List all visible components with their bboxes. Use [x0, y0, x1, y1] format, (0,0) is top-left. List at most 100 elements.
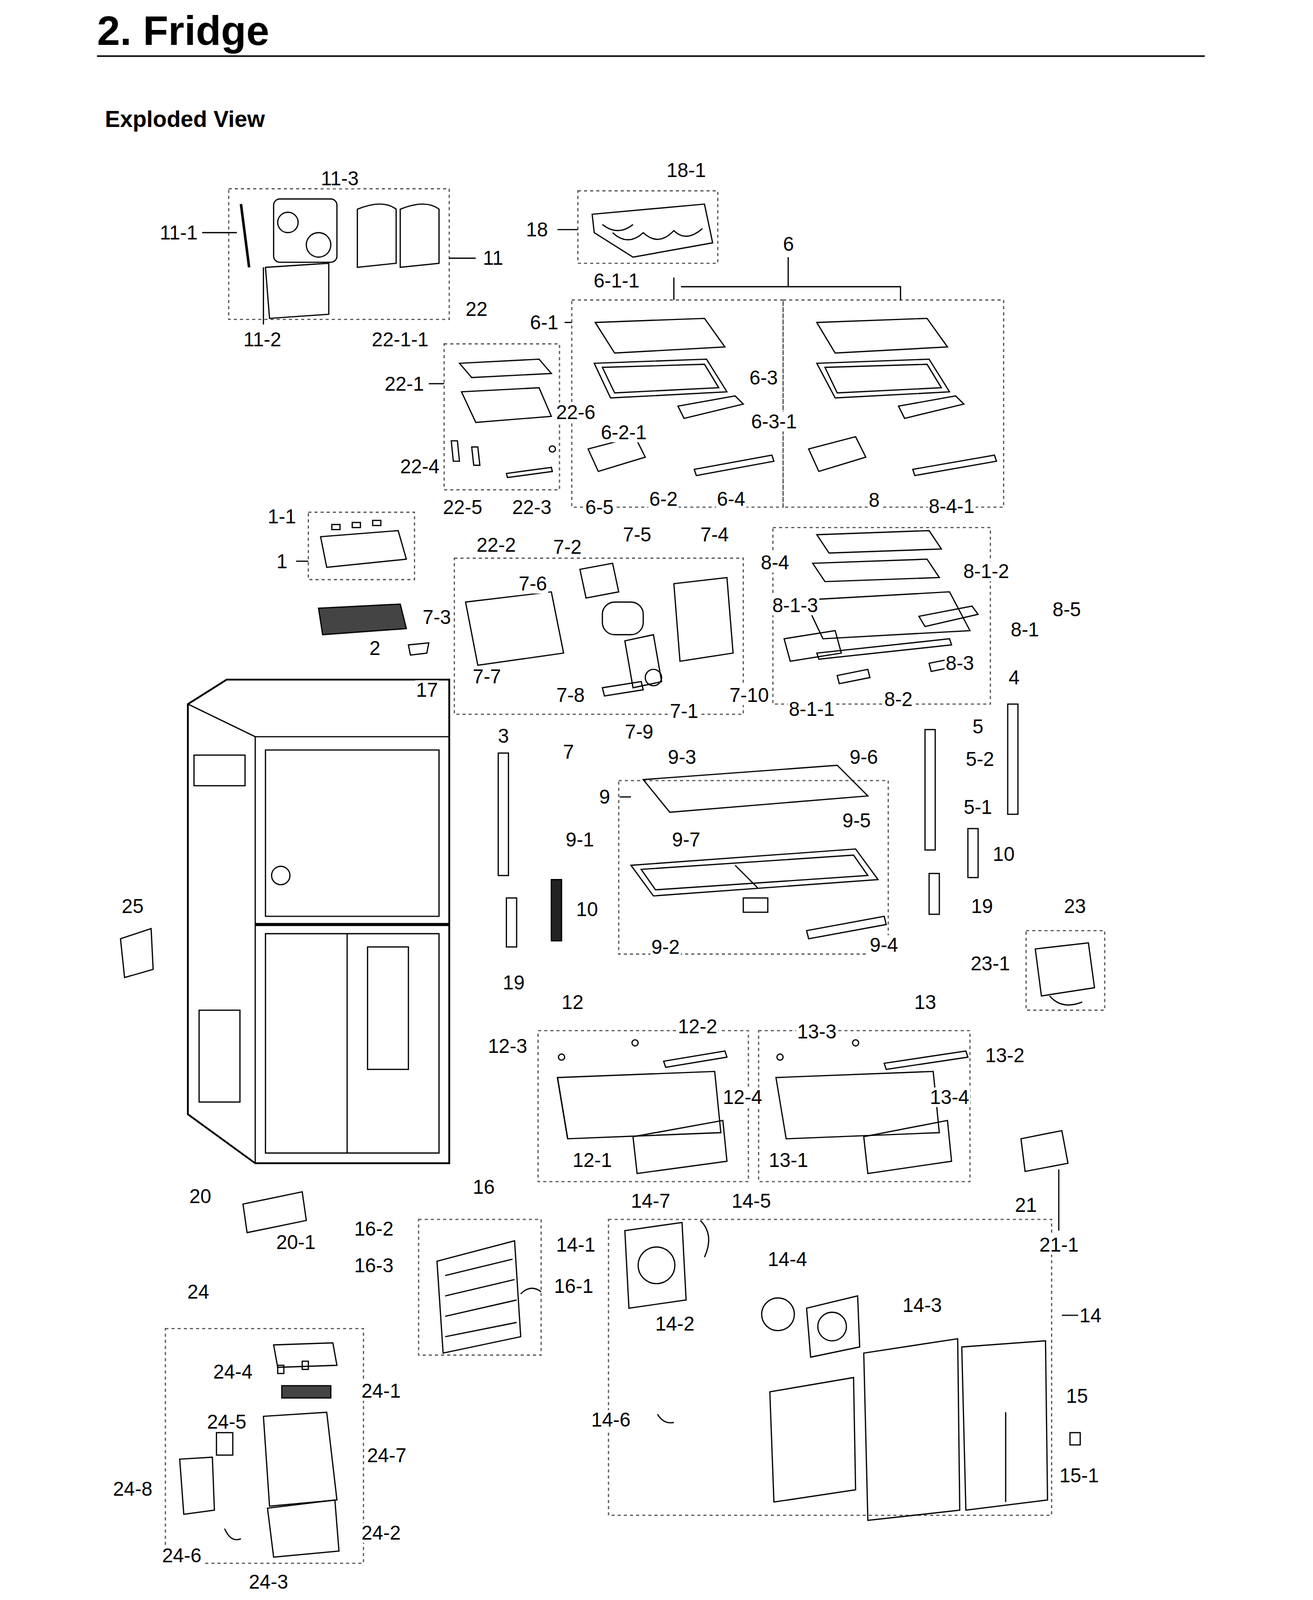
callout-number: 7-7	[471, 667, 503, 687]
callout-number: 14-2	[654, 1314, 696, 1335]
callout-number: 8-1-1	[787, 699, 836, 720]
callout-number: 16-1	[552, 1276, 595, 1297]
callout-number: 6-2	[648, 489, 679, 510]
callout-number: 1	[275, 551, 289, 572]
callout-number: 22-1-1	[370, 329, 430, 350]
callout-number: 24-7	[366, 1446, 408, 1466]
callout-number: 24	[186, 1282, 211, 1303]
callout-number: 10	[991, 844, 1016, 865]
callout-number: 9-2	[650, 937, 682, 958]
callout-number: 12-4	[721, 1087, 764, 1108]
callout-number: 12-2	[676, 1017, 719, 1037]
callout-number: 16	[471, 1177, 496, 1198]
callout-number: 14-4	[766, 1250, 809, 1270]
callout-number: 1-1	[266, 507, 298, 527]
callout-number: 8-5	[1051, 599, 1083, 620]
callout-number: 11-3	[319, 168, 360, 189]
callout-number: 22-6	[555, 402, 597, 423]
callout-number: 12-3	[486, 1036, 529, 1057]
callout-number: 16-3	[353, 1256, 395, 1276]
callout-number: 20-1	[275, 1232, 317, 1253]
callout-number: 3	[496, 726, 510, 747]
callout-number: 24-4	[212, 1362, 254, 1383]
callout-number: 9-3	[667, 747, 698, 768]
callout-number: 13-3	[796, 1022, 838, 1042]
callout-number: 5-1	[962, 797, 994, 818]
callout-number: 7-9	[624, 722, 655, 742]
callout-number: 7-2	[552, 537, 583, 558]
callout-number: 18-1	[665, 160, 707, 181]
callout-number: 9-6	[848, 747, 880, 768]
callout-number: 22-3	[511, 497, 553, 518]
callout-number: 4	[1007, 668, 1021, 688]
callout-number: 16-2	[353, 1219, 395, 1240]
callout-number: 22	[464, 299, 489, 320]
callout-number: 24-5	[206, 1412, 248, 1433]
callout-number: 17	[415, 680, 439, 701]
callout-number: 14-3	[901, 1295, 943, 1316]
page-title: 2. Fridge	[97, 10, 270, 52]
callout-number: 20	[188, 1187, 213, 1207]
callout-number: 11-1	[158, 223, 199, 243]
callout-number: 6-3-1	[750, 412, 799, 432]
callout-number: 11	[481, 248, 504, 268]
callout-number: 18	[525, 219, 549, 240]
callout-number: 7	[561, 742, 575, 763]
callout-number: 2	[368, 638, 382, 659]
callout-number: 5	[971, 717, 985, 737]
callout-number: 21-1	[1038, 1235, 1080, 1256]
callout-number: 6-4	[716, 489, 747, 510]
callout-number: 22-1	[383, 374, 425, 394]
callout-number: 8	[867, 490, 881, 511]
callout-number: 23-1	[969, 954, 1011, 974]
callout-number: 10	[575, 899, 599, 920]
callout-number: 22-4	[399, 456, 441, 477]
callout-number: 14-7	[629, 1191, 672, 1212]
callout-number: 13-1	[767, 1150, 810, 1171]
callout-number: 7-1	[669, 701, 700, 722]
callout-number: 7-5	[622, 525, 653, 545]
callout-number: 19	[501, 973, 526, 993]
callout-number: 7-10	[728, 685, 770, 706]
callout-number: 21	[1014, 1195, 1038, 1216]
section-subtitle: Exploded View	[103, 107, 266, 131]
callout-number: 6-3	[748, 368, 780, 388]
callout-number: 7-4	[699, 525, 731, 545]
callout-number: 25	[120, 896, 145, 917]
callout-number: 8-1-2	[962, 561, 1011, 582]
callout-number: 22-5	[441, 497, 484, 518]
callout-number: 13-4	[928, 1087, 971, 1108]
callout-number: 6	[781, 234, 795, 255]
callout-number: 15	[1065, 1386, 1089, 1407]
callout-number: 12	[560, 992, 585, 1013]
callout-number: 24-2	[360, 1523, 402, 1544]
callout-number: 9-5	[841, 811, 873, 831]
callout-number: 23	[1063, 896, 1087, 917]
callout-number: 9	[597, 787, 611, 808]
callout-number: 15-1	[1058, 1466, 1100, 1486]
callout-number: 12-1	[571, 1150, 613, 1171]
callout-number: 7-8	[555, 685, 587, 706]
callout-number: 22-2	[475, 535, 517, 556]
callout-number: 24-8	[112, 1479, 154, 1500]
callout-number: 11-2	[242, 329, 282, 350]
callout-number: 24-1	[360, 1381, 402, 1402]
callout-number: 8-1	[1009, 620, 1041, 640]
callout-number: 8-2	[883, 689, 914, 710]
callout-number: 6-1-1	[592, 271, 641, 291]
callout-number: 19	[970, 896, 994, 917]
callout-number: 9-7	[671, 830, 702, 850]
callout-number: 8-3	[944, 653, 976, 674]
callout-number: 14-1	[555, 1235, 597, 1256]
callout-number: 8-4	[760, 552, 791, 573]
callout-number: 6-5	[584, 497, 615, 518]
callout-number: 5-2	[965, 749, 996, 770]
callout-number: 9-1	[564, 830, 596, 850]
callout-number: 8-4-1	[927, 496, 976, 517]
callout-number: 13	[913, 992, 938, 1013]
callout-number: 24-3	[247, 1572, 290, 1593]
callout-number: 24-6	[161, 1546, 203, 1566]
callout-number: 7-3	[421, 607, 453, 628]
callout-number: 6-1	[529, 312, 560, 333]
callout-number: 14-6	[590, 1410, 632, 1431]
